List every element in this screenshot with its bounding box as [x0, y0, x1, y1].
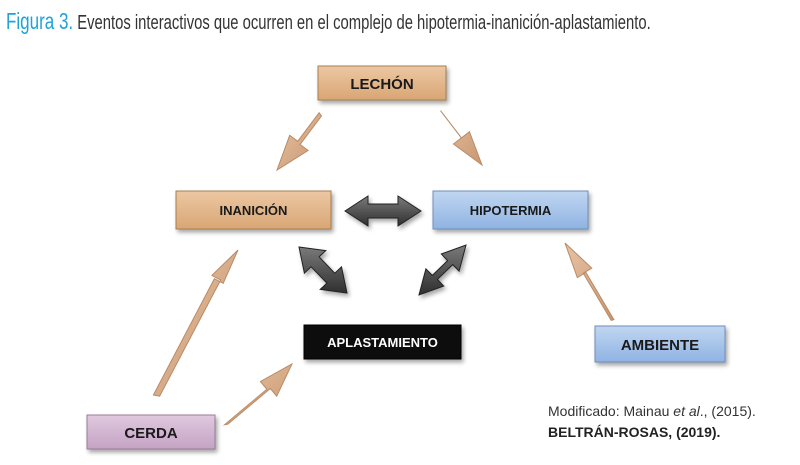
node-ambiente: AMBIENTE — [594, 325, 726, 363]
double-arrow-inanicion-aplastamiento — [298, 246, 348, 294]
figure-caption-text: Eventos interactivos que ocurren en el c… — [77, 12, 651, 34]
credit-modified-italic: et al — [673, 403, 700, 419]
credit-modified-line: Modificado: Mainau et al., (2015). — [548, 401, 756, 422]
node-hipotermia: HIPOTERMIA — [432, 190, 589, 230]
figure-caption: Figura 3. Eventos interactivos que ocurr… — [6, 8, 651, 36]
node-ambiente-label: AMBIENTE — [621, 337, 699, 354]
arrow-lechon-to-inanicion — [276, 111, 323, 172]
arrow-lechon-to-hipotermia — [439, 110, 484, 167]
credit-author: BELTRÁN-ROSAS, (2019). — [548, 424, 721, 440]
double-arrow-hipotermia-aplastamiento — [418, 244, 467, 296]
node-hipotermia-label: HIPOTERMIA — [470, 203, 552, 218]
node-lechon-label: LECHÓN — [350, 75, 413, 93]
node-cerda-label: CERDA — [124, 425, 178, 442]
node-inanicion-label: INANICIÓN — [220, 203, 288, 218]
credit-modified-prefix: Modificado: Mainau — [548, 403, 674, 419]
figure-caption-label: Figura 3. — [6, 8, 74, 34]
node-lechon: LECHÓN — [317, 65, 447, 101]
arrow-cerda-to-aplastamiento — [222, 362, 294, 426]
arrow-ambiente-to-hipotermia — [564, 242, 615, 321]
node-aplastamiento-label: APLASTAMIENTO — [327, 335, 438, 350]
node-aplastamiento: APLASTAMIENTO — [303, 324, 462, 360]
figure-credit: Modificado: Mainau et al., (2015). BELTR… — [548, 401, 756, 443]
arrow-cerda-to-inanicion — [152, 249, 239, 397]
node-inanicion: INANICIÓN — [175, 190, 332, 230]
credit-modified-suffix: ., (2015). — [699, 403, 756, 419]
double-arrow-inanicion-hipotermia — [344, 195, 422, 227]
node-cerda: CERDA — [86, 414, 216, 450]
